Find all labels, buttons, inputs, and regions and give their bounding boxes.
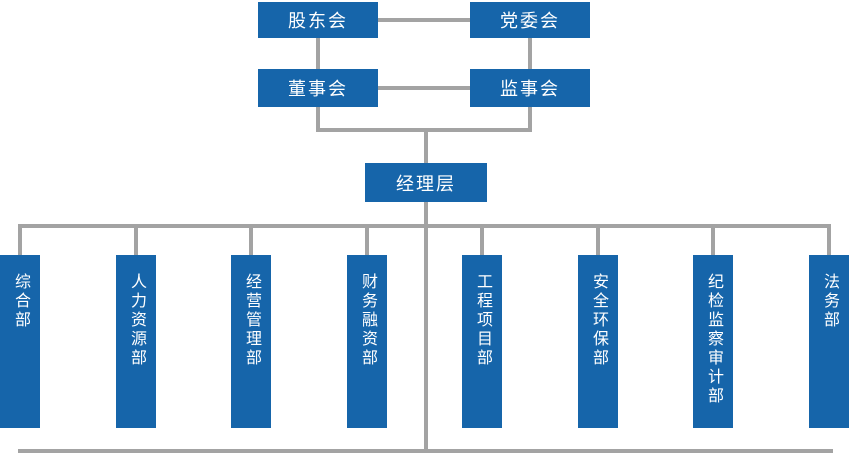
- connector-trunk-to-management: [424, 128, 428, 163]
- dept-discipline-audit: 纪检监察审计部: [693, 255, 733, 428]
- connector-shareholders-party: [378, 18, 470, 22]
- bottom-rail: [18, 449, 833, 453]
- node-management-level: 经理层: [365, 163, 487, 202]
- stub-dept-1: [18, 224, 22, 255]
- node-shareholders-meeting: 股东会: [258, 2, 378, 38]
- dept-legal-affairs-label: 法务部: [821, 273, 838, 330]
- dept-general-affairs: 综合部: [0, 255, 40, 428]
- dept-finance-financing-label: 财务融资部: [359, 273, 376, 368]
- dept-engineering-projects-label: 工程项目部: [474, 273, 491, 368]
- stub-dept-6: [596, 224, 600, 255]
- stub-dept-7: [711, 224, 715, 255]
- dept-operations-management: 经营管理部: [231, 255, 271, 428]
- connector-board-supervisory: [378, 86, 470, 90]
- connector-trunk-below-management: [424, 202, 428, 453]
- dept-human-resources-label: 人力资源部: [128, 273, 145, 368]
- connector-shareholders-board: [316, 38, 320, 69]
- dept-legal-affairs: 法务部: [809, 255, 849, 428]
- dept-operations-management-label: 经营管理部: [243, 273, 260, 368]
- node-supervisory-board: 监事会: [470, 69, 590, 107]
- dept-safety-environment: 安全环保部: [578, 255, 618, 428]
- node-board-of-directors: 董事会: [258, 69, 378, 107]
- stub-dept-4: [365, 224, 369, 255]
- dept-human-resources: 人力资源部: [116, 255, 156, 428]
- dept-discipline-audit-label: 纪检监察审计部: [705, 273, 722, 406]
- node-party-committee: 党委会: [470, 2, 590, 38]
- dept-safety-environment-label: 安全环保部: [590, 273, 607, 368]
- stub-dept-2: [134, 224, 138, 255]
- stub-dept-5: [480, 224, 484, 255]
- dept-finance-financing: 财务融资部: [347, 255, 387, 428]
- connector-board-drop: [316, 107, 320, 132]
- dept-engineering-projects: 工程项目部: [462, 255, 502, 428]
- connector-party-supervisory: [528, 38, 532, 69]
- dept-general-affairs-label: 综合部: [12, 273, 29, 330]
- stub-dept-3: [249, 224, 253, 255]
- stub-dept-8: [827, 224, 831, 255]
- distribution-bar: [18, 224, 831, 228]
- connector-supervisory-drop: [528, 107, 532, 132]
